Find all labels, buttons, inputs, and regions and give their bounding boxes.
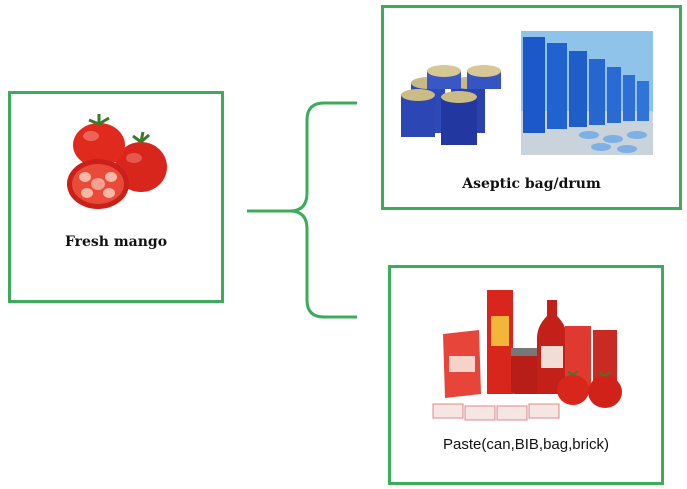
tomatoes-icon xyxy=(67,114,167,209)
drums-icon xyxy=(401,31,653,155)
paste-node: Paste(can,BIB,bag,brick) xyxy=(388,265,664,485)
fresh-mango-label: Fresh mango xyxy=(64,234,168,250)
aseptic-label: Aseptic bag/drum xyxy=(462,176,601,192)
fresh-mango-node: Fresh mango xyxy=(8,91,224,303)
aseptic-node: Aseptic bag/drum xyxy=(381,5,682,210)
tomato-products-icon xyxy=(432,290,622,421)
paste-label: Paste(can,BIB,bag,brick) xyxy=(443,436,609,453)
